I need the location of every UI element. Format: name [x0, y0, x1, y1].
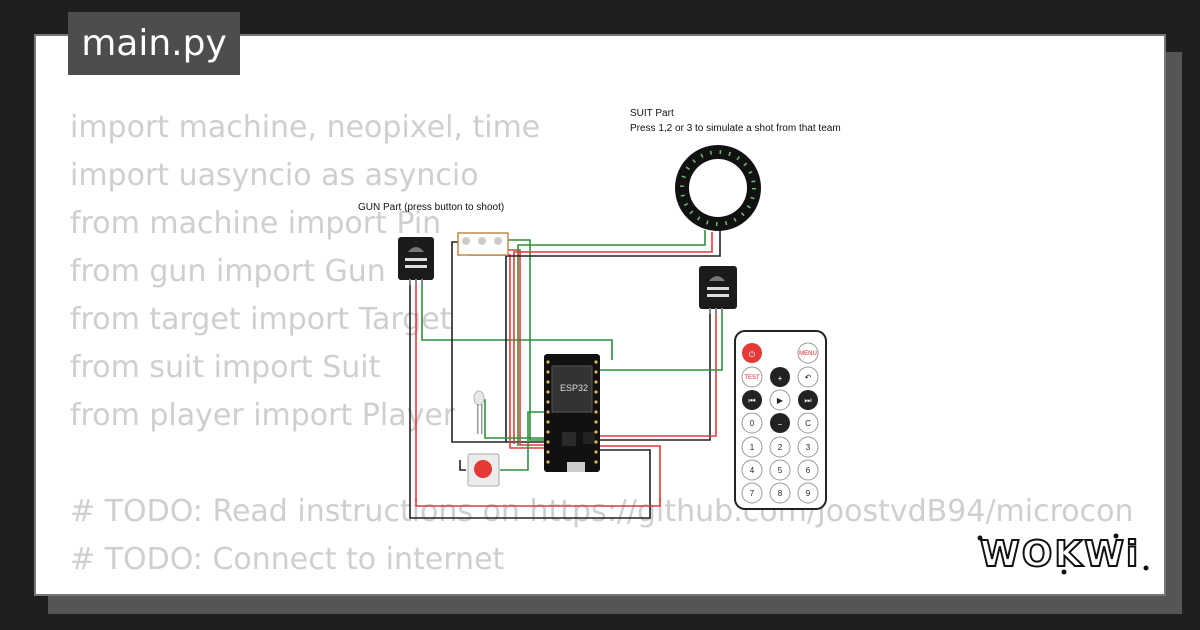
wire-red	[600, 310, 717, 437]
wokwi-logo: WOKWi	[976, 528, 1150, 578]
remote-key-3[interactable]: 3	[797, 436, 819, 458]
svg-text:3: 3	[806, 443, 811, 452]
svg-text:8: 8	[778, 489, 783, 498]
code-line: from player import Player	[70, 398, 456, 433]
wire-black	[409, 280, 651, 519]
remote-key-8[interactable]: 8	[769, 482, 791, 504]
remote-key-9[interactable]: 9	[797, 482, 819, 504]
wire-black	[505, 228, 721, 442]
wire-green	[480, 399, 545, 439]
code-line: # TODO: Connect to internet	[70, 542, 505, 577]
shoot-push-button[interactable]	[467, 453, 500, 487]
remote-prev-button[interactable]: ⏮	[742, 390, 762, 410]
remote-play-button[interactable]: ▶	[769, 389, 791, 411]
remote-key-7[interactable]: 7	[741, 482, 763, 504]
code-line: # TODO: Read instructions on https://git…	[70, 494, 1134, 529]
remote-key-2[interactable]: 2	[769, 436, 791, 458]
preview-card: import machine, neopixel, time import uas…	[34, 34, 1166, 596]
svg-text:⏭: ⏭	[804, 396, 811, 405]
esp32-label: ESP32	[560, 383, 588, 393]
wire-red	[415, 280, 661, 507]
code-line: from suit import Suit	[70, 350, 381, 385]
ir-remote: ⏻ MENU TEST + ↶ ⏮ ▶ ⏭	[734, 330, 827, 510]
svg-text:MENU: MENU	[799, 351, 817, 357]
wokwi-logo-text: WOKWi	[980, 534, 1140, 575]
remote-key-5[interactable]: 5	[769, 459, 791, 481]
svg-text:▶: ▶	[777, 396, 784, 405]
wire-green	[545, 310, 723, 371]
code-line: from machine import Pin	[70, 206, 442, 241]
wire-black	[600, 310, 711, 441]
svg-text:4: 4	[750, 466, 755, 475]
svg-text:⏮: ⏮	[748, 396, 755, 405]
code-line: from target import Target	[70, 302, 452, 337]
remote-key-0[interactable]: 0	[741, 412, 763, 434]
svg-text:TEST: TEST	[744, 375, 760, 381]
svg-text:0: 0	[750, 419, 755, 428]
wire-black	[451, 241, 545, 443]
code-preview: import machine, neopixel, time import uas…	[70, 104, 1134, 584]
code-line: from gun import Gun	[70, 254, 386, 289]
esp32-board: ESP32	[544, 354, 600, 472]
remote-plus-button[interactable]: +	[770, 367, 790, 387]
svg-text:+: +	[778, 374, 783, 383]
wire-green	[421, 280, 613, 360]
wire-red	[513, 232, 713, 444]
svg-text:7: 7	[750, 489, 755, 498]
suit-subtitle: Press 1,2 or 3 to simulate a shot from t…	[630, 123, 841, 134]
code-line: import uasyncio as asyncio	[70, 158, 479, 193]
svg-text:−: −	[778, 420, 783, 429]
wokwi-logo-mark: WOKWi	[977, 533, 1149, 576]
ir-led	[473, 390, 485, 434]
remote-key-6[interactable]: 6	[797, 459, 819, 481]
remote-back-button[interactable]: ↶	[797, 366, 819, 388]
wire-green	[500, 411, 545, 471]
ir-receiver-suit	[699, 266, 737, 314]
file-tab[interactable]: main.py	[68, 12, 240, 75]
svg-text:⏻: ⏻	[749, 350, 756, 359]
suit-title: SUIT Part	[630, 108, 674, 119]
wire-green	[505, 239, 545, 441]
remote-minus-button[interactable]: −	[770, 413, 790, 433]
remote-menu-button[interactable]: MENU	[797, 342, 819, 364]
svg-text:C: C	[805, 419, 811, 428]
svg-text:2: 2	[778, 443, 783, 452]
neopixel-ring	[675, 145, 761, 231]
remote-next-button[interactable]: ⏭	[798, 390, 818, 410]
remote-power-button[interactable]: ⏻	[742, 343, 762, 363]
remote-key-1[interactable]: 1	[741, 436, 763, 458]
ir-receiver-gun	[398, 237, 434, 285]
svg-text:6: 6	[806, 466, 811, 475]
svg-text:9: 9	[806, 489, 811, 498]
svg-text:1: 1	[750, 443, 755, 452]
wire-green	[517, 230, 706, 446]
remote-key-4[interactable]: 4	[741, 459, 763, 481]
code-line: import machine, neopixel, time	[70, 110, 541, 145]
gun-label: GUN Part (press button to shoot)	[358, 202, 504, 213]
svg-text:5: 5	[778, 466, 783, 475]
remote-test-button[interactable]: TEST	[741, 366, 763, 388]
remote-clear-button[interactable]: C	[797, 412, 819, 434]
svg-text:↶: ↶	[805, 373, 812, 382]
wire-black	[459, 460, 466, 471]
resistor-array	[457, 232, 509, 256]
